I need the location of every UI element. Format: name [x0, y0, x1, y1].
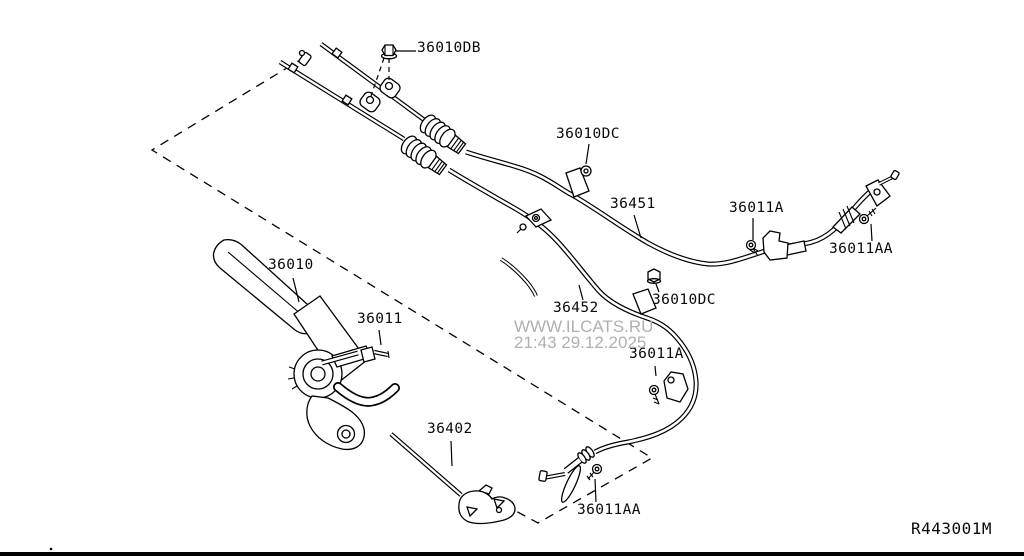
part-label-36402[interactable]: 36402 [427, 421, 473, 437]
cable-36452-end-fitting [538, 446, 603, 503]
cable-36451-end-fitting [858, 169, 900, 225]
clamp-bracket-36010dc-upper [565, 165, 592, 198]
bolt-36011a-upper [745, 239, 759, 257]
cable-coil-upper [419, 114, 467, 155]
lever-grip [212, 239, 320, 335]
stray-dot [49, 547, 53, 551]
strap-end-pin [298, 51, 312, 67]
nut-36010db [380, 44, 398, 60]
watermark-timestamp: 21:43 29.12.2025 [514, 333, 647, 352]
cable-clip [516, 208, 553, 234]
bottom-border-line [0, 552, 1024, 556]
watermark-site: WWW.ILCATS.RU [514, 317, 654, 336]
drawing-ref: R443001M [911, 519, 993, 538]
part-label-36010dc-lower[interactable]: 36010DC [652, 292, 716, 308]
strap-clip-tab [341, 94, 353, 106]
part-label-36452[interactable]: 36452 [553, 300, 599, 316]
clamp-bracket-36010dc-lower [632, 268, 662, 315]
bracket-36011a-mid [648, 371, 689, 405]
part-label-36451[interactable]: 36451 [610, 196, 656, 212]
equalizer-bracket [458, 484, 516, 525]
part-label-36011aa-right[interactable]: 36011AA [829, 241, 893, 257]
part-label-36010db[interactable]: 36010DB [417, 40, 481, 56]
bolt-36011aa-right [858, 207, 877, 225]
cable-36451-adjuster-ribs [832, 205, 861, 234]
bolt-36011aa-bottom [586, 463, 603, 481]
watermark: WWW.ILCATS.RU 21:43 29.12.2025 [514, 317, 654, 352]
nut-36010dc [647, 268, 661, 283]
part-label-36011a-mid[interactable]: 36011A [629, 346, 684, 362]
anchor-plate-upper [379, 77, 401, 99]
front-cable-anchor-straps [278, 42, 429, 141]
rod-36402 [389, 432, 516, 525]
cable-coil-lower [400, 135, 448, 176]
leader-lines [292, 50, 873, 503]
anchor-plate-lower [359, 91, 381, 113]
floor-pan-dashed-outline [150, 56, 654, 524]
lever-assembly-36010 [212, 239, 400, 451]
part-label-36011[interactable]: 36011 [357, 311, 403, 327]
strap-clip-tab [287, 62, 299, 74]
strap-clip-tab [331, 47, 343, 59]
part-label-36011a-upper[interactable]: 36011A [729, 200, 784, 216]
pin-36011 [360, 346, 390, 363]
cable-36451 [465, 149, 878, 267]
bracket-36011a-upper [745, 230, 807, 261]
part-label-36010dc-upper[interactable]: 36010DC [556, 126, 620, 142]
part-label-36010[interactable]: 36010 [268, 257, 314, 273]
part-label-36011aa-bottom[interactable]: 36011AA [577, 502, 641, 518]
cable-detail-segment [499, 257, 538, 297]
bolt-36011a-mid [648, 384, 660, 405]
